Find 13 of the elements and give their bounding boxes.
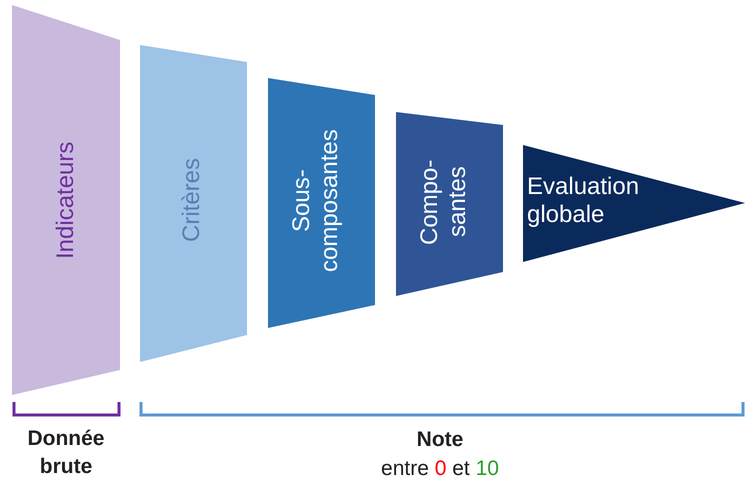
segment-label: Indicateurs (52, 140, 80, 261)
funnel-segment (140, 45, 247, 362)
segment-label: Critères (178, 157, 206, 244)
group-label: Note (416, 427, 464, 453)
funnel-segment (268, 78, 375, 328)
group-label: Donnée brute (26, 426, 106, 480)
range-note: entre 0 et 10 (380, 456, 500, 482)
funnel-segment (523, 145, 745, 262)
funnel-segment (12, 5, 120, 395)
segment-label: Evaluation globale (527, 173, 640, 229)
segment-label: Compo- santes (416, 158, 472, 247)
segment-label: Sous- composantes (288, 128, 344, 274)
funnel-segment (396, 112, 503, 296)
